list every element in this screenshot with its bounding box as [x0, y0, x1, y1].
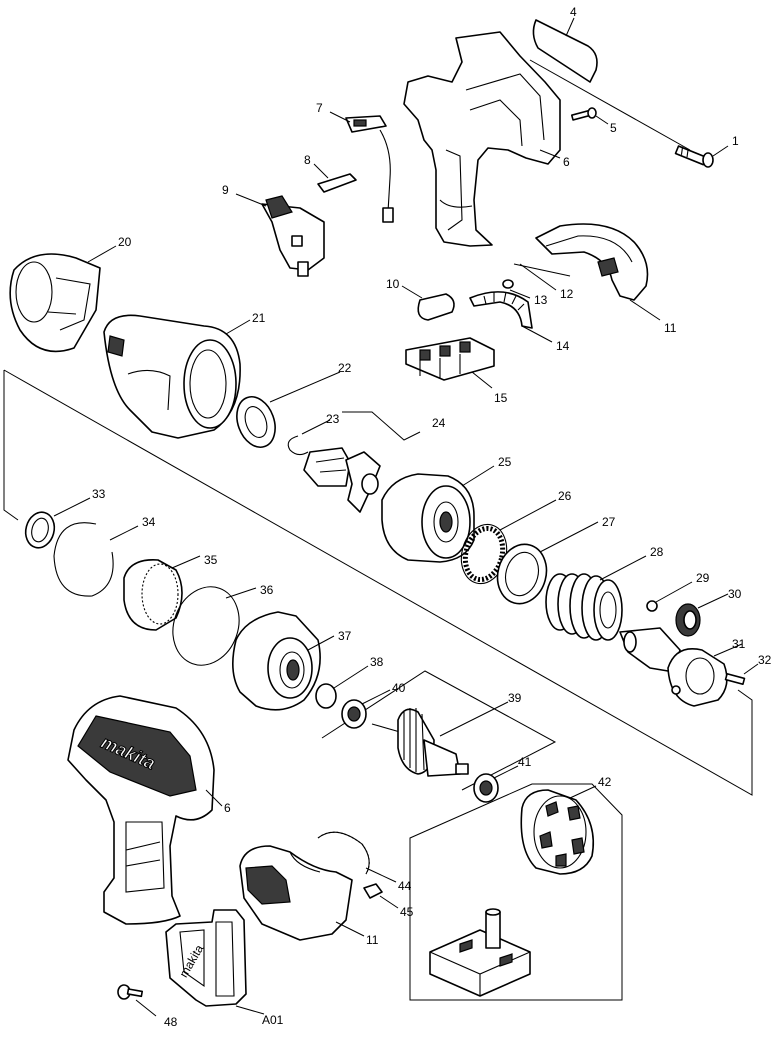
- part-21-gear-housing: [103, 314, 251, 439]
- label-part-28: 28: [650, 545, 664, 559]
- part-12-pin: [513, 263, 571, 291]
- label-part-41: 41: [518, 755, 532, 769]
- label-part-23: 23: [326, 412, 340, 426]
- label-part-38: 38: [370, 655, 384, 669]
- label-part-48: 48: [164, 1015, 178, 1029]
- label-part-6-bottom: 6: [224, 801, 231, 815]
- label-part-14: 14: [556, 339, 570, 353]
- label-part-4: 4: [570, 5, 577, 19]
- part-9-switch: [235, 193, 325, 277]
- part-7-switch-board: [329, 111, 394, 223]
- part-A01-holster-hook: makita: [165, 909, 265, 1015]
- part-6-housing-half-bottom: makita: [67, 695, 223, 925]
- label-part-42: 42: [598, 775, 612, 789]
- label-part-22: 22: [338, 361, 352, 375]
- part-42-stator-controller: [429, 785, 597, 997]
- part-32-pin: [724, 663, 759, 686]
- label-part-30: 30: [728, 587, 742, 601]
- label-part-12: 12: [560, 287, 574, 301]
- label-part-44: 44: [398, 879, 412, 893]
- label-part-7: 7: [316, 101, 323, 115]
- part-20-bumper: [9, 245, 117, 353]
- part-27-flat-washer: [496, 521, 599, 605]
- label-part-A01: A01: [262, 1013, 284, 1027]
- part-4-label-plate: [532, 17, 598, 83]
- part-45-block: [363, 883, 399, 909]
- label-part-6-top: 6: [563, 155, 570, 169]
- label-part-8: 8: [304, 153, 311, 167]
- part-1-screw: [529, 59, 729, 168]
- part-11-rear-cover-top: [535, 223, 661, 321]
- label-part-31: 31: [732, 637, 746, 651]
- label-part-27: 27: [602, 515, 616, 529]
- part-22-washer: [236, 371, 341, 448]
- label-part-40: 40: [392, 681, 406, 695]
- part-33-o-ring: [24, 497, 91, 549]
- label-part-13: 13: [534, 293, 548, 307]
- label-part-32: 32: [758, 653, 772, 667]
- part-31-carrier: [667, 643, 743, 707]
- part-11-rear-cover-bottom: [239, 845, 365, 941]
- label-part-37: 37: [338, 629, 352, 643]
- part-6-housing-half-top: [403, 31, 561, 247]
- label-part-24: 24: [432, 416, 446, 430]
- part-14-curved-spring: [469, 291, 553, 343]
- label-part-25: 25: [498, 455, 512, 469]
- part-39-rotor: [371, 701, 509, 777]
- part-37-bearing-retainer: [232, 611, 335, 711]
- label-part-9: 9: [222, 183, 229, 197]
- part-24-anvil: [303, 411, 421, 513]
- part-36-o-ring-large: [172, 586, 257, 666]
- part-5-screw: [570, 107, 609, 125]
- part-13-knob: [502, 279, 531, 299]
- label-part-26: 26: [558, 489, 572, 503]
- label-part-34: 34: [142, 515, 156, 529]
- part-10-button: [401, 285, 455, 321]
- label-part-36: 36: [260, 583, 274, 597]
- label-part-33: 33: [92, 487, 106, 501]
- label-part-39: 39: [508, 691, 522, 705]
- part-15-terminal: [405, 337, 495, 389]
- label-part-29: 29: [696, 571, 710, 585]
- label-part-35: 35: [204, 553, 218, 567]
- part-35-ring-gear: [123, 555, 201, 631]
- part-8-lever: [313, 163, 357, 193]
- part-30-planetary-gear: [675, 593, 729, 637]
- assembly-bracket-lines: [3, 369, 753, 1001]
- label-part-21: 21: [252, 311, 266, 325]
- part-48-screw: [117, 984, 157, 1017]
- label-part-15: 15: [494, 391, 508, 405]
- label-part-1: 1: [732, 134, 739, 148]
- part-spindle: [619, 627, 681, 673]
- label-part-11-bottom: 11: [366, 933, 379, 947]
- label-part-45: 45: [400, 905, 414, 919]
- label-part-11-top: 11: [664, 321, 677, 335]
- part-number-labels: 1 4 5 6 7 8 9 10 11 12 13 14 15 20 21 22…: [92, 5, 772, 1029]
- part-41-bearing: [473, 765, 519, 803]
- part-28-spring: [545, 555, 647, 641]
- part-25-hammer: [381, 465, 495, 563]
- part-23-clip: [287, 419, 331, 456]
- part-29-steel-ball: [646, 581, 693, 612]
- part-44-spring: [317, 831, 397, 883]
- part-38-washer: [315, 665, 369, 709]
- label-part-20: 20: [118, 235, 132, 249]
- part-40-bearing: [341, 689, 391, 729]
- label-part-5: 5: [610, 121, 617, 135]
- part-34-retaining-ring: [53, 522, 139, 597]
- label-part-10: 10: [386, 277, 400, 291]
